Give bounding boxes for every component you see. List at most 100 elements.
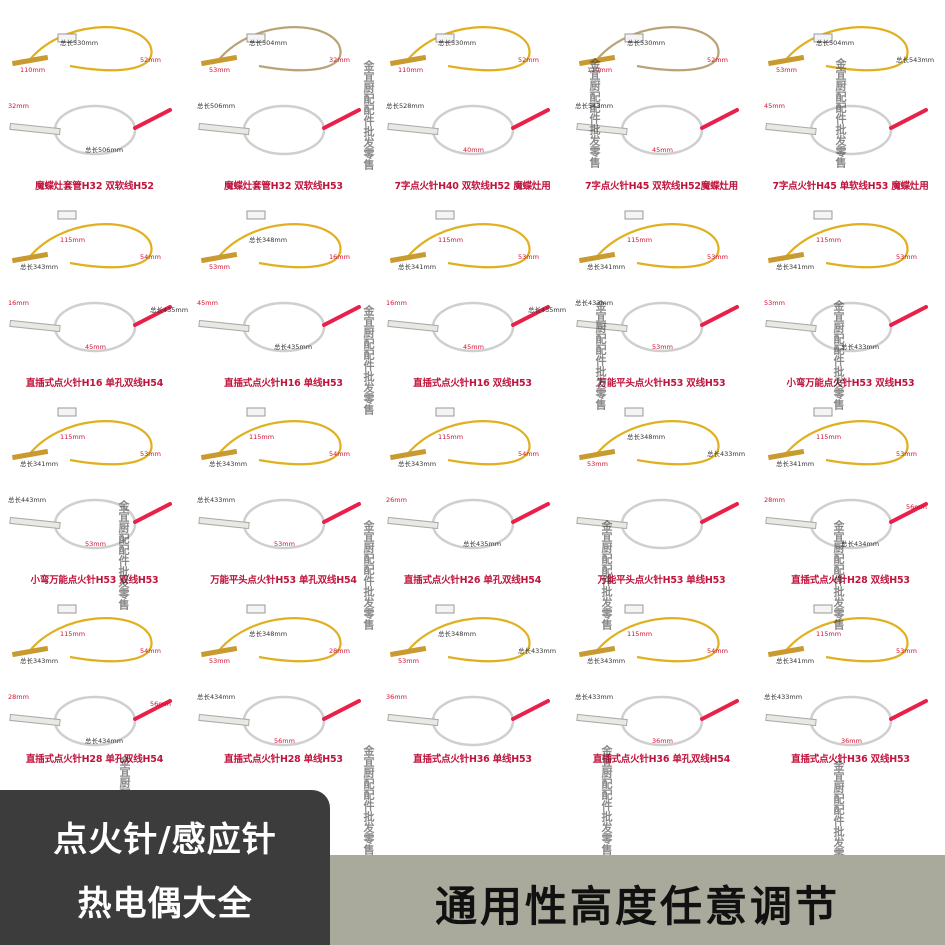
thermocouple-wire — [27, 26, 153, 72]
measurement-label: 110mm — [587, 66, 612, 74]
thermocouple-wire — [27, 420, 153, 466]
measurement-label: 总长348mm — [249, 235, 287, 244]
ignition-needle — [387, 516, 439, 530]
wire-connector — [246, 210, 266, 220]
measurement-label: 45mm — [463, 343, 484, 351]
thermocouple-wire — [405, 223, 531, 269]
wire-connector — [57, 604, 77, 614]
product-caption: 万能平头点火针H53 双线H53 — [597, 378, 726, 389]
measurement-label: 总长435mm — [528, 305, 566, 314]
measurement-label: 32mm — [8, 102, 29, 110]
measurement-label: 53mm — [896, 450, 917, 458]
wire-red-sleeve — [322, 502, 361, 524]
thermocouple-wire — [216, 617, 342, 663]
wire-connector — [435, 210, 455, 220]
wire-connector — [813, 407, 833, 417]
thermocouple-probe — [389, 645, 427, 658]
measurement-label: 36mm — [386, 693, 407, 701]
measurement-label: 总长343mm — [398, 459, 436, 468]
measurement-label: 53mm — [587, 460, 608, 468]
measurement-label: 总长443mm — [8, 495, 46, 504]
thermocouple-probe — [200, 448, 238, 461]
measurement-label: 总长341mm — [398, 262, 436, 271]
wire-red-sleeve — [889, 502, 928, 524]
product-caption: 直插式点火针H26 单孔双线H54 — [403, 575, 542, 586]
wire-red-sleeve — [889, 108, 928, 130]
measurement-label: 总长348mm — [627, 432, 665, 441]
measurement-label: 53mm — [896, 253, 917, 261]
measurement-label: 110mm — [398, 66, 423, 74]
measurement-label: 45mm — [85, 343, 106, 351]
thermocouple-wire — [783, 617, 909, 663]
thermocouple-probe — [389, 54, 427, 67]
ignition-wire — [620, 498, 704, 550]
measurement-label: 115mm — [627, 236, 652, 244]
measurement-label: 53mm — [209, 657, 230, 665]
product-caption: 魔蝶灶套管H32 双软线H53 — [224, 181, 343, 192]
measurement-label: 115mm — [627, 630, 652, 638]
product-caption: 直插式点火针H36 单孔双线H54 — [592, 754, 731, 765]
thermocouple-wire — [405, 617, 531, 663]
thermocouple-probe — [578, 251, 616, 264]
thermocouple-probe — [11, 54, 49, 67]
thermocouple-wire — [594, 617, 720, 663]
wire-connector — [435, 33, 455, 43]
badge-line-2: 热电偶大全 — [77, 884, 253, 924]
thermocouple-wire — [783, 223, 909, 269]
watermark: 金宜厨配配件批发零售 — [362, 745, 375, 855]
ignition-needle — [9, 713, 61, 727]
wire-connector — [57, 210, 77, 220]
measurement-label: 总长504mm — [816, 38, 854, 47]
thermocouple-probe — [578, 448, 616, 461]
wire-red-sleeve — [700, 305, 739, 327]
product-caption: 直插式点火针H16 双线H53 — [413, 378, 532, 389]
measurement-label: 115mm — [438, 433, 463, 441]
measurement-label: 54mm — [329, 450, 350, 458]
measurement-label: 总长435mm — [274, 342, 312, 351]
watermark: 金宜厨配配件批发零售 — [117, 500, 130, 610]
thermocouple-probe — [200, 54, 238, 67]
watermark: 金宜厨配配件批发零售 — [362, 305, 375, 415]
measurement-label: 52mm — [140, 56, 161, 64]
measurement-label: 32mm — [329, 56, 350, 64]
thermocouple-wire — [27, 617, 153, 663]
measurement-label: 总长343mm — [20, 262, 58, 271]
measurement-label: 115mm — [816, 433, 841, 441]
measurement-label: 36mm — [841, 737, 862, 745]
product-caption: 魔蝶灶套管H32 双软线H52 — [35, 181, 154, 192]
wire-red-sleeve — [889, 305, 928, 327]
wire-connector — [246, 407, 266, 417]
product-caption: 小弯万能点火针H53 双线H53 — [30, 575, 159, 586]
product-caption: 7字点火针H45 单软线H53 魔蝶灶用 — [772, 181, 929, 192]
measurement-label: 54mm — [140, 253, 161, 261]
ignition-wire — [242, 104, 326, 156]
thermocouple-probe — [578, 645, 616, 658]
measurement-label: 总长435mm — [150, 305, 188, 314]
measurement-label: 115mm — [816, 236, 841, 244]
thermocouple-probe — [767, 448, 805, 461]
wire-red-sleeve — [322, 305, 361, 327]
wire-connector — [435, 407, 455, 417]
measurement-label: 总长343mm — [209, 459, 247, 468]
measurement-label: 53mm — [764, 299, 785, 307]
wire-connector — [813, 210, 833, 220]
measurement-label: 28mm — [329, 647, 350, 655]
wire-connector — [813, 33, 833, 43]
ignition-needle — [765, 713, 817, 727]
